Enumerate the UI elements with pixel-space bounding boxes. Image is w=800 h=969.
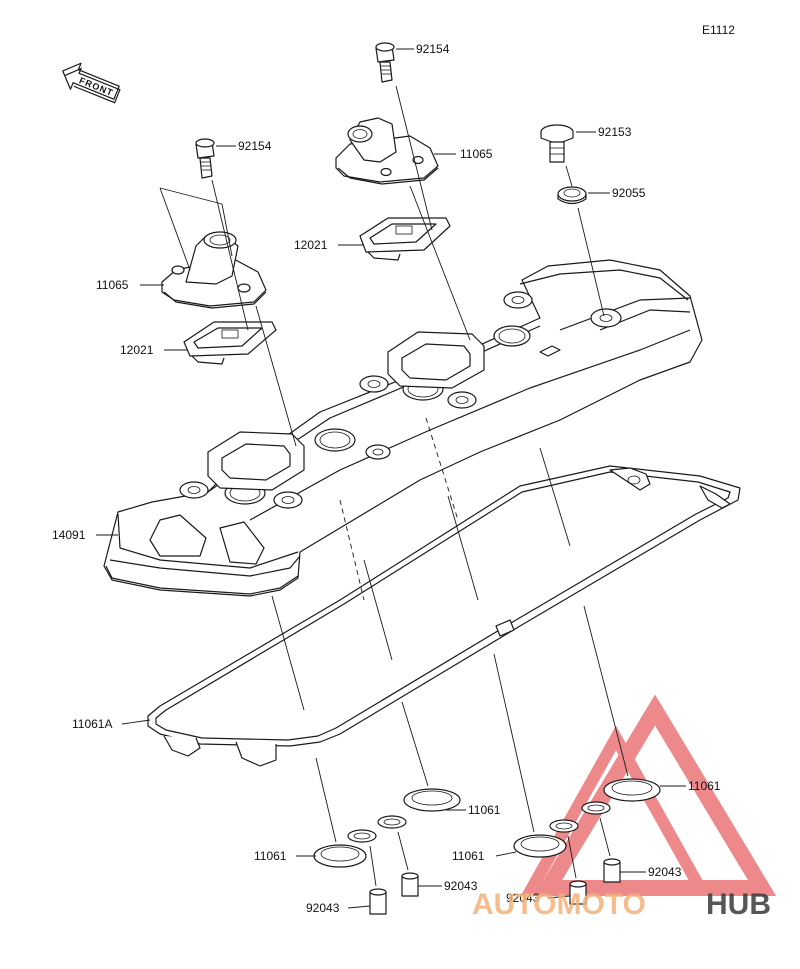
callout-plate-left: 12021: [120, 343, 154, 357]
callout-breather-top: 11065: [460, 147, 493, 161]
callout-plug-gasket-1: 11061: [254, 849, 287, 863]
plug-gasket-1: [313, 829, 377, 868]
cylinder-head-cover: [103, 259, 703, 597]
watermark-logo: [521, 694, 777, 896]
callout-washer-right: 92055: [612, 186, 646, 200]
dowel-2: [401, 872, 419, 897]
bolt-right: [540, 124, 574, 163]
callout-bolt-right: 92153: [598, 125, 632, 139]
callout-plug-gasket-4: 11061: [688, 779, 721, 793]
diagram-code: E1112: [702, 23, 735, 37]
callout-gasket-main: 11061A: [72, 717, 112, 731]
dowel-3: [569, 880, 587, 905]
callout-breather-left: 11065: [96, 278, 129, 292]
bolt-left: [195, 138, 215, 179]
washer-right: [557, 186, 587, 205]
cover-gasket: [147, 465, 741, 767]
reed-plate-left: [183, 321, 277, 365]
bolt-top: [375, 42, 395, 83]
callout-plug-gasket-2: 11061: [468, 803, 501, 817]
plug-gasket-2: [377, 788, 461, 829]
dowel-4: [603, 858, 621, 883]
callout-bolt-left: 92154: [238, 139, 272, 153]
callout-dowel-2: 92043: [444, 879, 478, 893]
watermark-brand: AUTOMOTO HUB: [472, 888, 771, 921]
reed-plate-top: [359, 217, 451, 261]
plug-gasket-3: [513, 819, 579, 858]
callout-dowel-4: 92043: [648, 865, 682, 879]
callout-dowel-3: 92043: [506, 891, 540, 905]
plug-gasket-4: [581, 778, 661, 815]
callout-leaders: [96, 48, 686, 909]
callout-bolt-top: 92154: [416, 42, 450, 56]
callout-plug-gasket-3: 11061: [452, 849, 485, 863]
callout-plate-top: 12021: [294, 238, 328, 252]
callout-cover: 14091: [52, 528, 86, 542]
front-arrow-icon: FRONT: [62, 62, 121, 104]
breather-cover-top: [335, 117, 439, 185]
callout-dowel-1: 92043: [306, 901, 340, 915]
watermark-brand-left: AUTOMOTO: [472, 888, 646, 921]
dowel-1: [369, 888, 387, 915]
assembly-lines: [159, 85, 629, 887]
callout-labels: 92154 92154 92153 92055 11065 11065 1202…: [52, 42, 721, 915]
watermark-brand-right: HUB: [706, 888, 771, 921]
breather-cover-left: [161, 231, 267, 309]
